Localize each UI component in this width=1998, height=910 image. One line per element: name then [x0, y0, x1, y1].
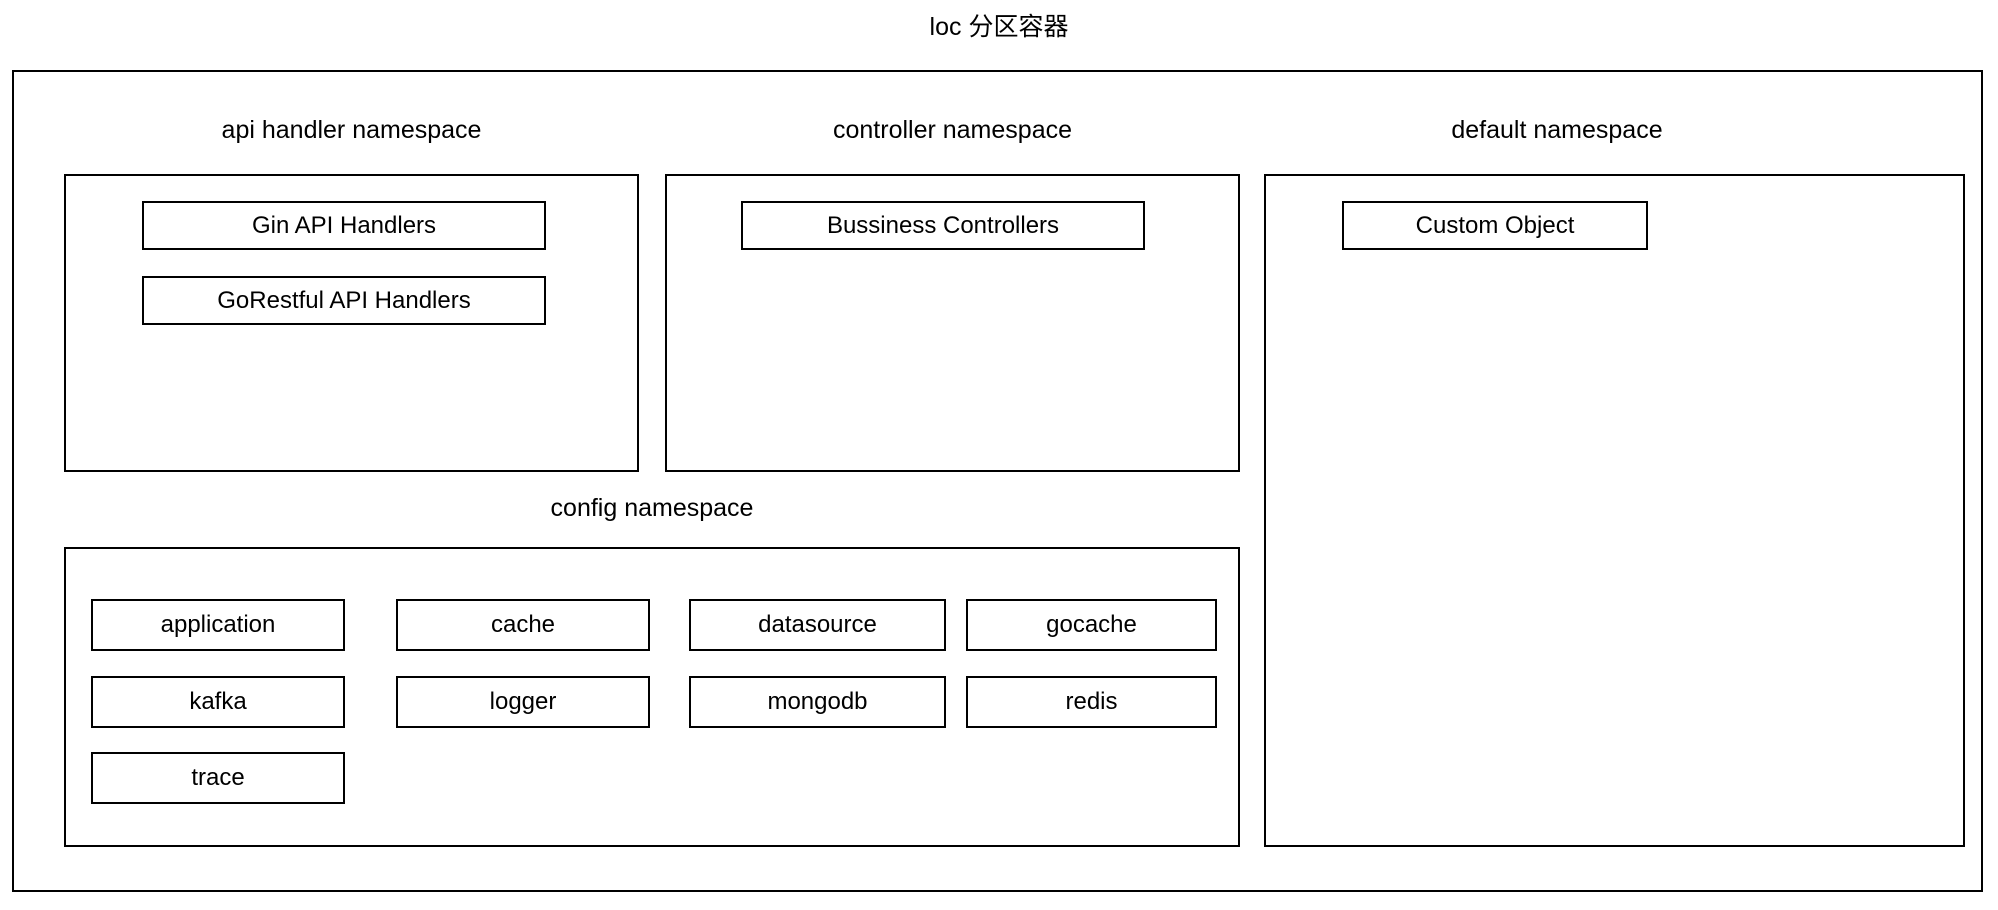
config-mongodb-node: mongodb: [689, 676, 946, 728]
default-namespace-label: default namespace: [1451, 116, 1663, 144]
config-kafka-node: kafka: [91, 676, 345, 728]
controller-namespace-box: Bussiness Controllers: [665, 174, 1240, 472]
api-handler-namespace-label: api handler namespace: [221, 116, 482, 144]
config-gocache-node: gocache: [966, 599, 1217, 651]
bussiness-controllers-node: Bussiness Controllers: [741, 201, 1145, 250]
gorestful-api-handlers-node: GoRestful API Handlers: [142, 276, 546, 325]
controller-namespace-label: controller namespace: [832, 116, 1072, 144]
config-namespace-box: application cache datasource gocache kaf…: [64, 547, 1240, 847]
config-namespace-label: config namespace: [550, 494, 754, 522]
ioc-partition-container: api handler namespace controller namespa…: [12, 70, 1983, 892]
api-handler-namespace-box: Gin API Handlers GoRestful API Handlers: [64, 174, 639, 472]
config-datasource-node: datasource: [689, 599, 946, 651]
config-application-node: application: [91, 599, 345, 651]
diagram-title: loc 分区容器: [929, 13, 1069, 41]
default-namespace-box: Custom Object: [1264, 174, 1965, 847]
custom-object-node: Custom Object: [1342, 201, 1648, 250]
config-redis-node: redis: [966, 676, 1217, 728]
config-trace-node: trace: [91, 752, 345, 804]
config-logger-node: logger: [396, 676, 650, 728]
gin-api-handlers-node: Gin API Handlers: [142, 201, 546, 250]
config-cache-node: cache: [396, 599, 650, 651]
